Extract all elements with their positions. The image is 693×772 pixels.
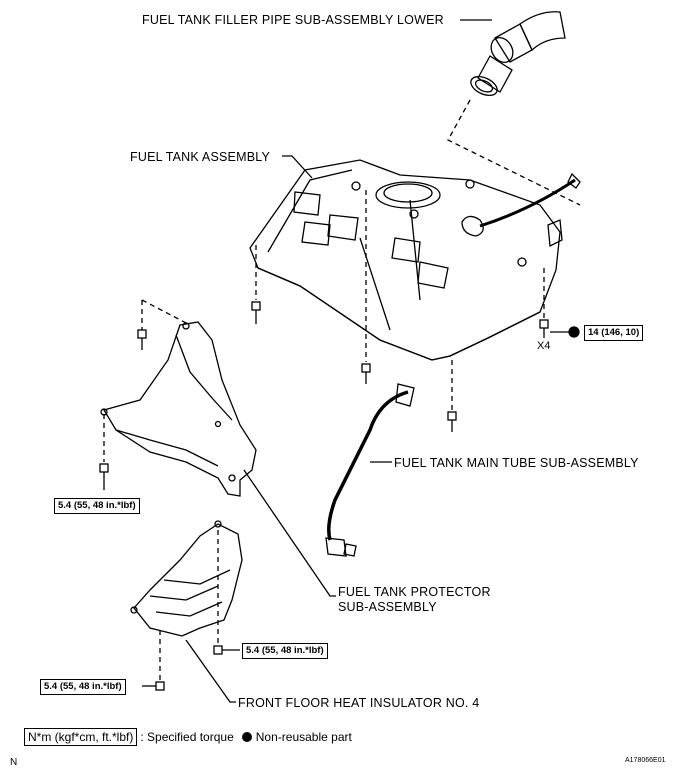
- protector-label-line1: FUEL TANK PROTECTOR: [338, 585, 491, 599]
- legend-specified-text: : Specified torque: [140, 730, 234, 744]
- protector-bolts: [99, 299, 191, 490]
- insulator-bolts: [142, 530, 240, 691]
- protector-leader: [243, 469, 336, 597]
- tank-bolts: [251, 190, 570, 432]
- non-reusable-marker-tank: [568, 326, 580, 338]
- figure-id: A178066E01: [625, 757, 666, 764]
- legend-unit-box: N*m (kgf*cm, ft.*lbf): [24, 728, 138, 746]
- filler-guide-line: [447, 99, 581, 206]
- torque-insulator-bolt-right: 5.4 (55, 48 in.*lbf): [242, 643, 328, 659]
- insulator-leader: [185, 639, 236, 703]
- tank-assembly-label: FUEL TANK ASSEMBLY: [130, 150, 270, 164]
- main-tube-label: FUEL TANK MAIN TUBE SUB-ASSEMBLY: [394, 456, 639, 470]
- fuel-tank-drawing: [249, 159, 581, 361]
- filler-pipe-drawing: [470, 11, 566, 97]
- protector-label-line2: SUB-ASSEMBLY: [338, 600, 437, 614]
- torque-tank-bolt: 14 (146, 10): [584, 325, 644, 341]
- footer-mark: N: [10, 757, 18, 768]
- legend-non-reusable-text: Non-reusable part: [255, 730, 352, 744]
- main-tube-drawing: [325, 383, 415, 557]
- tank-leader: [282, 155, 313, 179]
- torque-protector-bolt: 5.4 (55, 48 in.*lbf): [54, 498, 140, 514]
- torque-insulator-bolt-left: 5.4 (55, 48 in.*lbf): [40, 679, 126, 695]
- legend: N*m (kgf*cm, ft.*lbf) : Specified torque…: [24, 728, 352, 746]
- insulator-label: FRONT FLOOR HEAT INSULATOR NO. 4: [238, 696, 480, 710]
- non-reusable-dot-icon: [241, 732, 252, 742]
- tank-bolt-quantity: X4: [537, 340, 551, 352]
- insulator-drawing: [130, 520, 243, 637]
- filler-pipe-label: FUEL TANK FILLER PIPE SUB-ASSEMBLY LOWER: [142, 13, 444, 27]
- protector-drawing: [100, 321, 257, 497]
